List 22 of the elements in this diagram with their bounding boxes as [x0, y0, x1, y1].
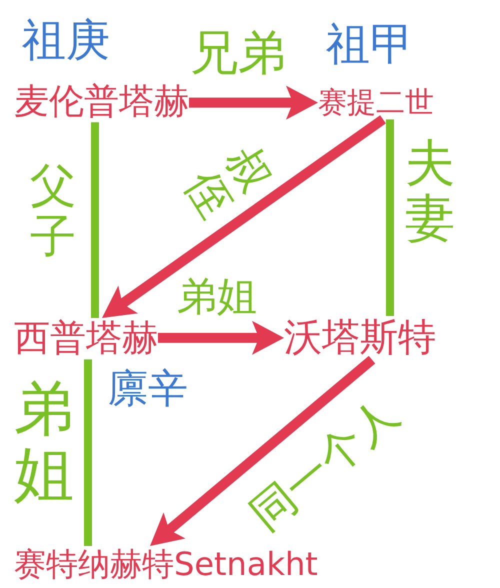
name-label: 沃塔斯特 — [284, 316, 436, 360]
relation-label: 兄弟 — [190, 26, 286, 82]
relation-label: 叔侄 — [175, 138, 281, 226]
alias-label: 祖庚 — [22, 16, 110, 67]
alias-label: 祖甲 — [326, 20, 414, 71]
alias-label: 廪辛 — [108, 366, 188, 412]
arrow — [102, 115, 386, 318]
name-label: 西普塔赫 — [14, 318, 158, 360]
relation-label: 父子 — [30, 160, 76, 262]
connector-line — [84, 359, 92, 546]
connector-line — [91, 122, 99, 318]
name-label: 赛特纳赫特Setnakht — [14, 546, 318, 583]
connector-line — [386, 119, 394, 316]
relation-label: 弟姐 — [14, 376, 74, 508]
name-label: 赛提二世 — [318, 86, 434, 120]
relation-label: 同一个人 — [241, 389, 409, 541]
relation-label: 夫妻 — [405, 136, 455, 246]
arrow — [158, 320, 284, 355]
arrow — [189, 86, 318, 120]
name-label: 麦伦普塔赫 — [14, 82, 189, 122]
relation-label: 弟姐 — [177, 274, 257, 320]
arrow — [150, 356, 376, 546]
